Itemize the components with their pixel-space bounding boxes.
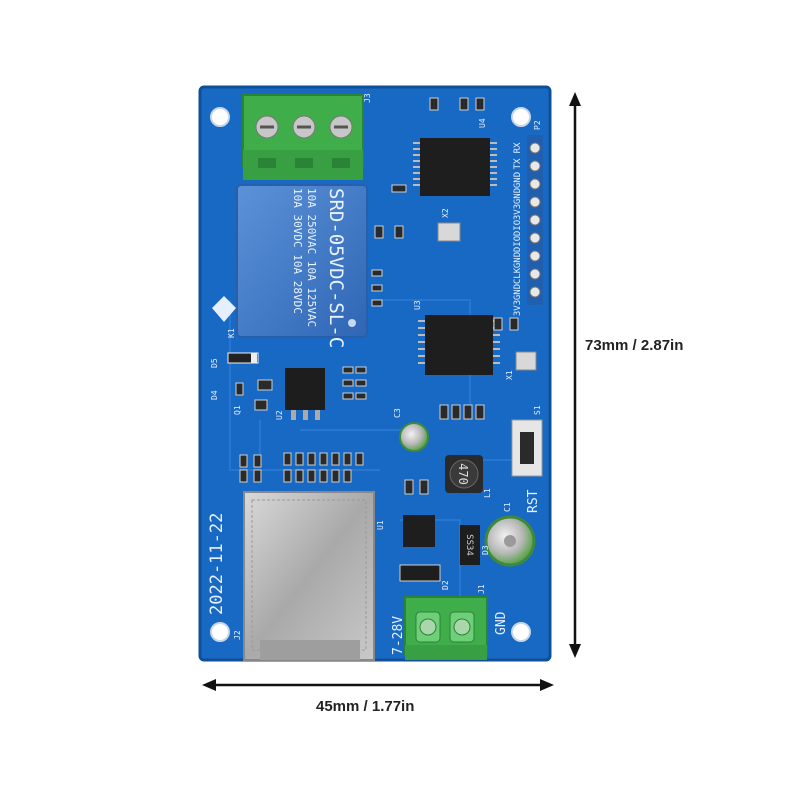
ref-designator: D2 [441, 580, 450, 590]
voltage-regulator [285, 368, 325, 410]
microcontroller-u4 [413, 138, 497, 196]
ref-designator: D4 [210, 390, 219, 400]
width-arrow [202, 679, 554, 691]
diode [227, 352, 259, 364]
pin-label: GND [513, 188, 523, 204]
pin-label: GND [513, 172, 523, 188]
power-input-label: 7-28V [391, 616, 406, 655]
relay-rating-text: 10A 30VDC 10A 28VDC [291, 188, 304, 314]
reset-label: RST [526, 489, 541, 513]
capacitor-c1 [484, 515, 536, 567]
power-terminal-block [404, 596, 488, 660]
height-arrow [569, 92, 581, 658]
pin-label: GND [513, 284, 523, 300]
ref-designator: J2 [233, 630, 242, 640]
microcontroller-u3 [418, 315, 500, 375]
ref-designator: C3 [393, 408, 402, 418]
gnd-label: GND [494, 611, 509, 635]
pin-label: 3V3 [513, 204, 523, 220]
ethernet-jack [243, 491, 375, 661]
reset-switch [511, 419, 543, 477]
relay-rating-text: 10A 250VAC 10A 125VAC [305, 188, 318, 327]
board-date: 2022-11-22 [207, 513, 227, 615]
schottky-diode [460, 525, 480, 565]
terminal-block-top [242, 94, 364, 180]
ref-designator: D5 [210, 358, 219, 368]
height-dimension-label: 73mm / 2.87in [585, 337, 684, 354]
crystal-x1 [515, 351, 537, 371]
inductor-marking: 470 [456, 463, 470, 485]
crystal-x2 [437, 222, 461, 242]
logo [212, 296, 236, 322]
smd-components [235, 97, 519, 495]
ref-designator: S1 [533, 405, 542, 415]
ref-designator: U1 [376, 520, 385, 530]
ref-designator: C1 [503, 502, 512, 512]
ref-designator: L1 [483, 488, 492, 498]
pin-label: TX [513, 158, 523, 169]
ref-designator: U4 [478, 118, 487, 128]
capacitor-c3 [399, 422, 429, 452]
ref-designator: U3 [413, 300, 422, 310]
ref-designator: Q1 [233, 405, 242, 415]
ref-designator: K1 [227, 328, 236, 338]
relay [236, 184, 368, 338]
pin-label: RX [513, 142, 523, 153]
ref-designator: U2 [275, 410, 284, 420]
pin-label: GND [513, 252, 523, 268]
ref-designator: J3 [363, 93, 372, 103]
ref-designator: D3 [481, 545, 490, 555]
relay-model-text: SRD-05VDC-SL-C [325, 188, 347, 348]
ref-designator: J1 [477, 584, 486, 594]
ref-designator: X1 [505, 370, 514, 380]
diode-marking: SS34 [464, 534, 474, 556]
pin-label: CLK [513, 267, 523, 284]
pin-label: 3V3 [513, 300, 523, 316]
ref-designator: X2 [441, 208, 450, 218]
mounting-holes [210, 107, 531, 642]
driver-ic-u1 [403, 515, 435, 547]
pin-label: DIO [513, 236, 523, 252]
pin-label: DIO [513, 220, 523, 236]
header-pins [527, 135, 543, 305]
width-dimension-label: 45mm / 1.77in [316, 698, 415, 715]
ref-designator: P2 [533, 120, 542, 130]
inductor: 470 [445, 455, 483, 493]
